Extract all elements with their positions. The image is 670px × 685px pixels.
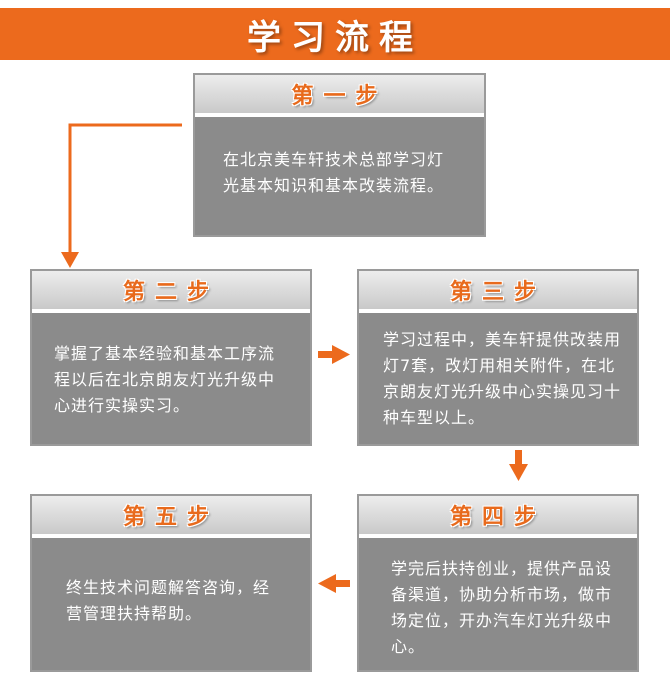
step-5-card: 第五步 终生技术问题解答咨询，经营管理扶持帮助。 xyxy=(30,494,312,672)
step-4-card: 第四步 学完后扶持创业，提供产品设备渠道，协助分析市场，做市场定位，开办汽车灯光… xyxy=(357,494,639,672)
step-1-body: 在北京美车轩技术总部学习灯光基本知识和基本改装流程。 xyxy=(195,117,484,235)
step-1-header: 第一步 xyxy=(195,75,484,117)
step-3-card: 第三步 学习过程中，美车轩提供改装用灯7套，改灯用相关附件，在北京朗友灯光升级中… xyxy=(357,269,639,446)
connector-step1-to-step2 xyxy=(68,123,182,262)
step-5-title: 第五步 xyxy=(122,505,219,530)
arrowhead-step1-to-step2 xyxy=(61,252,79,268)
step-2-title: 第二步 xyxy=(122,280,219,305)
step-1-title: 第一步 xyxy=(291,84,388,109)
step-5-body: 终生技术问题解答咨询，经营管理扶持帮助。 xyxy=(32,538,310,670)
step-2-card: 第二步 掌握了基本经验和基本工序流程以后在北京朗友灯光升级中心进行实操实习。 xyxy=(30,269,312,446)
step-1-card: 第一步 在北京美车轩技术总部学习灯光基本知识和基本改装流程。 xyxy=(193,73,486,237)
step-2-body: 掌握了基本经验和基本工序流程以后在北京朗友灯光升级中心进行实操实习。 xyxy=(32,313,310,444)
step-3-title: 第三步 xyxy=(449,280,546,305)
step-3-body: 学习过程中，美车轩提供改装用灯7套，改灯用相关附件，在北京朗友灯光升级中心实操见… xyxy=(359,313,637,444)
page-title: 学习流程 xyxy=(247,17,423,58)
step-4-title: 第四步 xyxy=(449,505,546,530)
step-3-header: 第三步 xyxy=(359,271,637,313)
title-banner: 学习流程 xyxy=(0,8,670,60)
step-5-header: 第五步 xyxy=(32,496,310,538)
arrow-step4-to-step5 xyxy=(318,574,350,593)
arrow-step2-to-step3 xyxy=(318,345,350,364)
arrow-step3-to-step4 xyxy=(509,450,528,481)
step-2-header: 第二步 xyxy=(32,271,310,313)
step-4-header: 第四步 xyxy=(359,496,637,538)
step-4-body: 学完后扶持创业，提供产品设备渠道，协助分析市场，做市场定位，开办汽车灯光升级中心… xyxy=(359,538,637,670)
